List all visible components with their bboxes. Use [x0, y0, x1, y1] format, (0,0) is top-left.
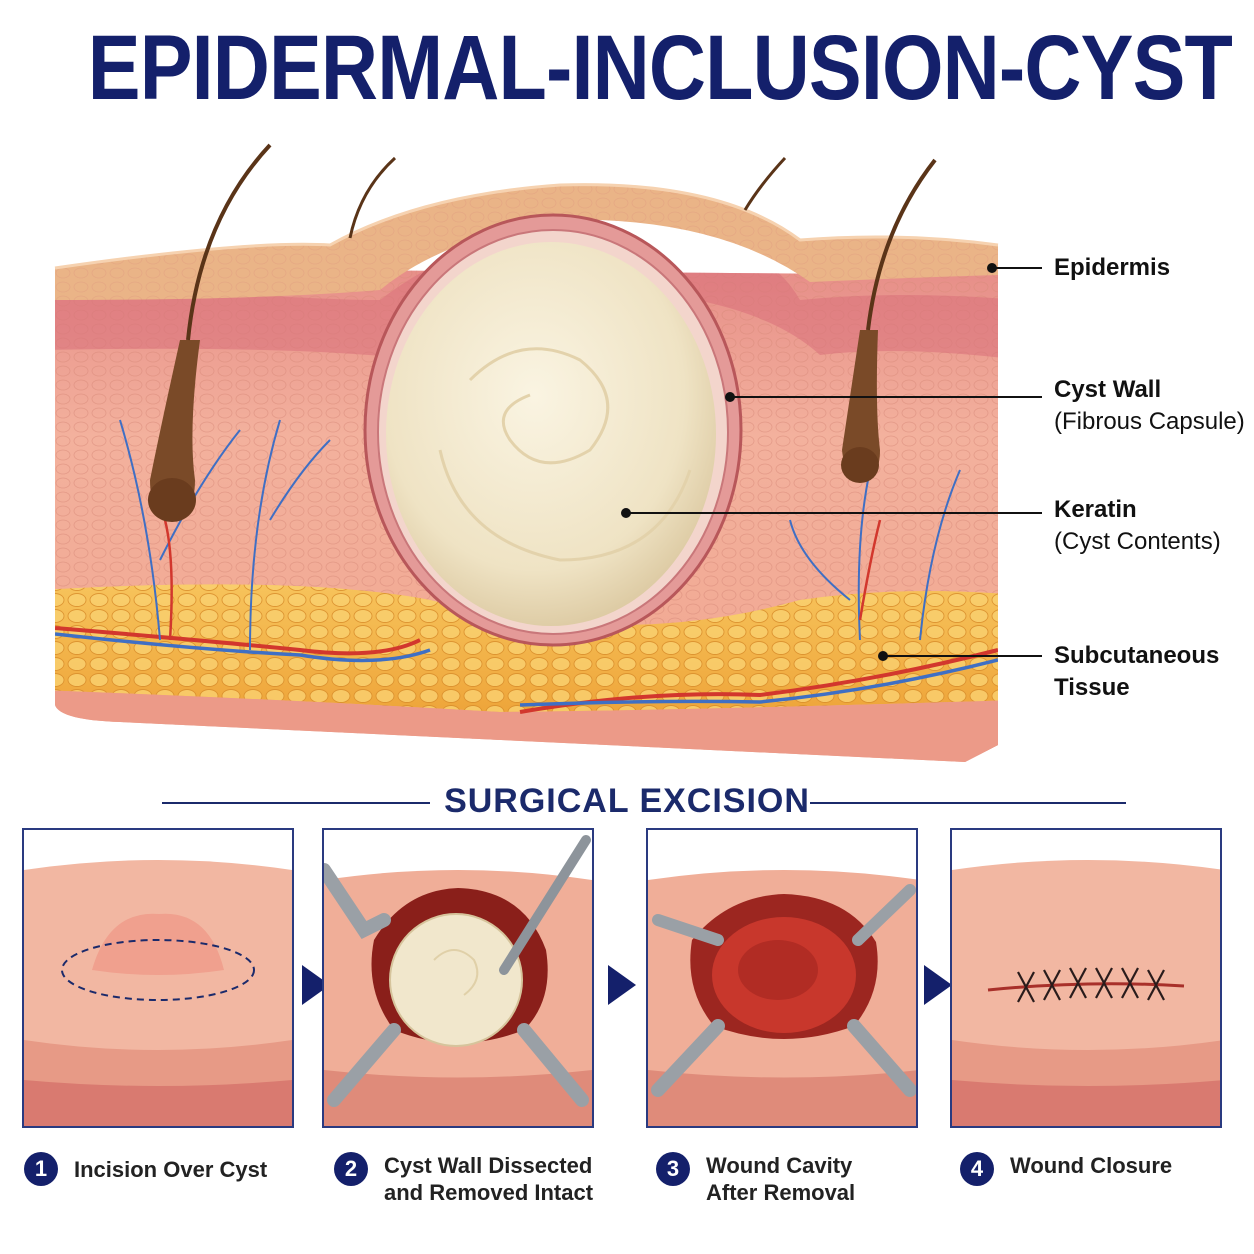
section-rule-left: [162, 802, 430, 804]
step-number-badge: 4: [960, 1152, 994, 1186]
step-4-caption: 4 Wound Closure: [960, 1152, 1172, 1186]
step-3-caption: 3 Wound Cavity After Removal: [656, 1152, 855, 1206]
arrow-right-icon: [302, 965, 330, 1005]
step-2-caption: 2 Cyst Wall Dissected and Removed Intact: [334, 1152, 593, 1206]
page-title: EPIDERMAL-INCLUSION-CYST: [87, 17, 1233, 119]
skin-cross-section-illustration: [54, 143, 1042, 762]
label-leaders: [621, 263, 1042, 661]
step-number-badge: 1: [24, 1152, 58, 1186]
panel-incision: [22, 828, 294, 1128]
step-number-badge: 3: [656, 1152, 690, 1186]
label-subcutaneous-tissue: Subcutaneous Tissue: [1054, 642, 1220, 701]
label-epidermis: Epidermis: [1054, 254, 1171, 281]
arrow-right-icon: [924, 965, 952, 1005]
step-number-badge: 2: [334, 1152, 368, 1186]
label-cyst-wall: Cyst Wall (Fibrous Capsule): [1054, 376, 1245, 435]
panel-closure: [950, 828, 1222, 1128]
label-keratin: Keratin (Cyst Contents): [1054, 496, 1221, 555]
arrow-right-icon: [608, 965, 636, 1005]
panel-wound-cavity: [646, 828, 918, 1128]
section-rule-right: [810, 802, 1126, 804]
section-title: SURGICAL EXCISION: [444, 782, 810, 820]
step-1-caption: 1 Incision Over Cyst: [24, 1152, 267, 1186]
panel-dissection: [322, 828, 594, 1128]
